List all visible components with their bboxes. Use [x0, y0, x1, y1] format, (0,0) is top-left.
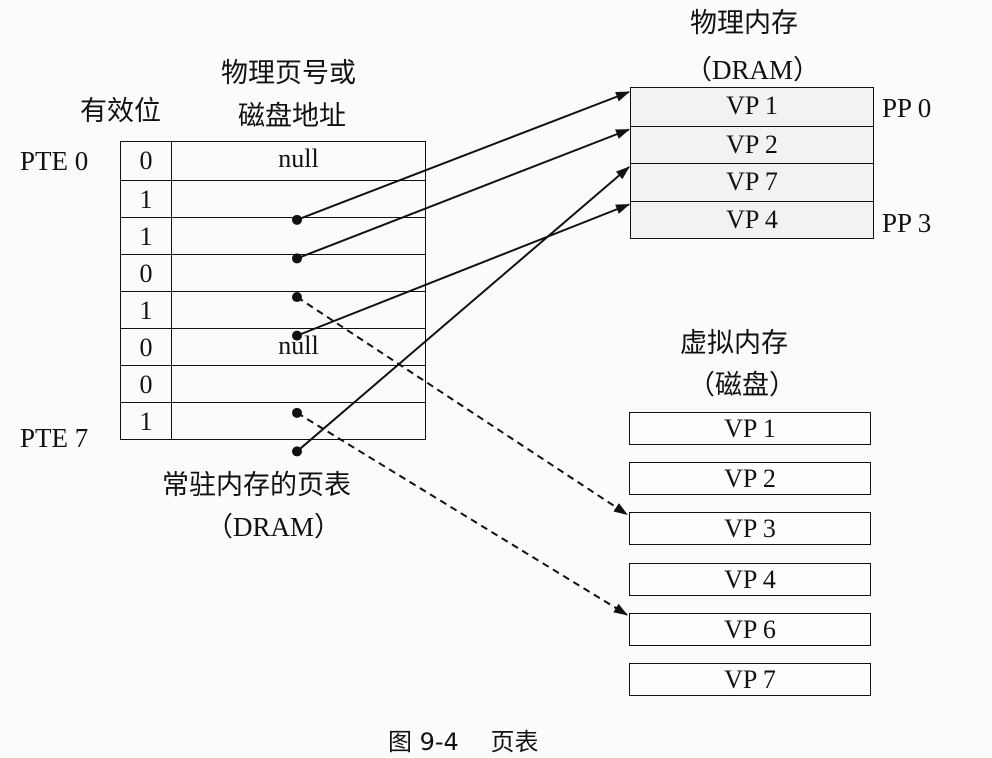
disk-page: VP 7 [629, 663, 871, 696]
physical-page: VP 7 [631, 163, 873, 201]
page-table-caption: 常驻内存的页表 [162, 470, 351, 501]
valid-bit: 1 [121, 181, 172, 217]
valid-header: 有效位 [80, 96, 161, 127]
pte-row: 1 [121, 180, 425, 217]
valid-bit: 0 [121, 255, 172, 291]
pte-row: 0 [121, 254, 425, 291]
disk-page-arrow [296, 296, 628, 516]
physical-memory-title: 物理内存 [690, 8, 798, 39]
page-table-caption-dram: （DRAM） [206, 512, 342, 542]
resident-page-arrow [296, 128, 630, 260]
resident-page-arrow [296, 91, 630, 221]
resident-page-arrow [296, 166, 630, 453]
pte-row: 0 null [121, 142, 425, 180]
valid-bit: 1 [121, 403, 172, 439]
figure-caption: 图 9-4 页表 [388, 728, 539, 756]
pte-row: 1 [121, 291, 425, 328]
virtual-memory-subtitle: （磁盘） [688, 370, 796, 401]
disk-page: VP 1 [629, 412, 871, 445]
disk-page: VP 4 [629, 562, 871, 596]
valid-bit: 0 [121, 329, 172, 365]
physical-page: VP 2 [631, 125, 873, 164]
disk-page-arrow [296, 411, 628, 616]
valid-bit: 1 [121, 292, 172, 328]
pte-first-label: PTE 0 [20, 146, 89, 176]
physical-page: VP 1 [726, 91, 778, 120]
valid-bit: 0 [121, 366, 172, 402]
physical-page: VP 4 [631, 200, 873, 239]
addr-header-line2: 磁盘地址 [238, 101, 346, 132]
pte-row: 1 [121, 402, 425, 439]
disk-page: VP 2 [629, 462, 871, 496]
pte-address: null [278, 144, 319, 173]
pte-row: 0 [121, 365, 425, 402]
resident-page-arrow [296, 203, 630, 337]
physical-memory-subtitle: （DRAM） [685, 55, 821, 85]
addr-header-line1: 物理页号或 [221, 58, 356, 89]
pte-row: 1 [121, 217, 425, 254]
disk-page: VP 3 [629, 512, 871, 546]
pte-last-label: PTE 7 [20, 423, 89, 453]
pp-first-label: PP 0 [882, 93, 932, 123]
valid-bit: 1 [121, 218, 172, 254]
disk-page: VP 6 [629, 612, 871, 646]
valid-bit: 0 [121, 142, 172, 180]
virtual-memory-title: 虚拟内存 [680, 328, 788, 359]
pp-last-label: PP 3 [882, 208, 932, 238]
